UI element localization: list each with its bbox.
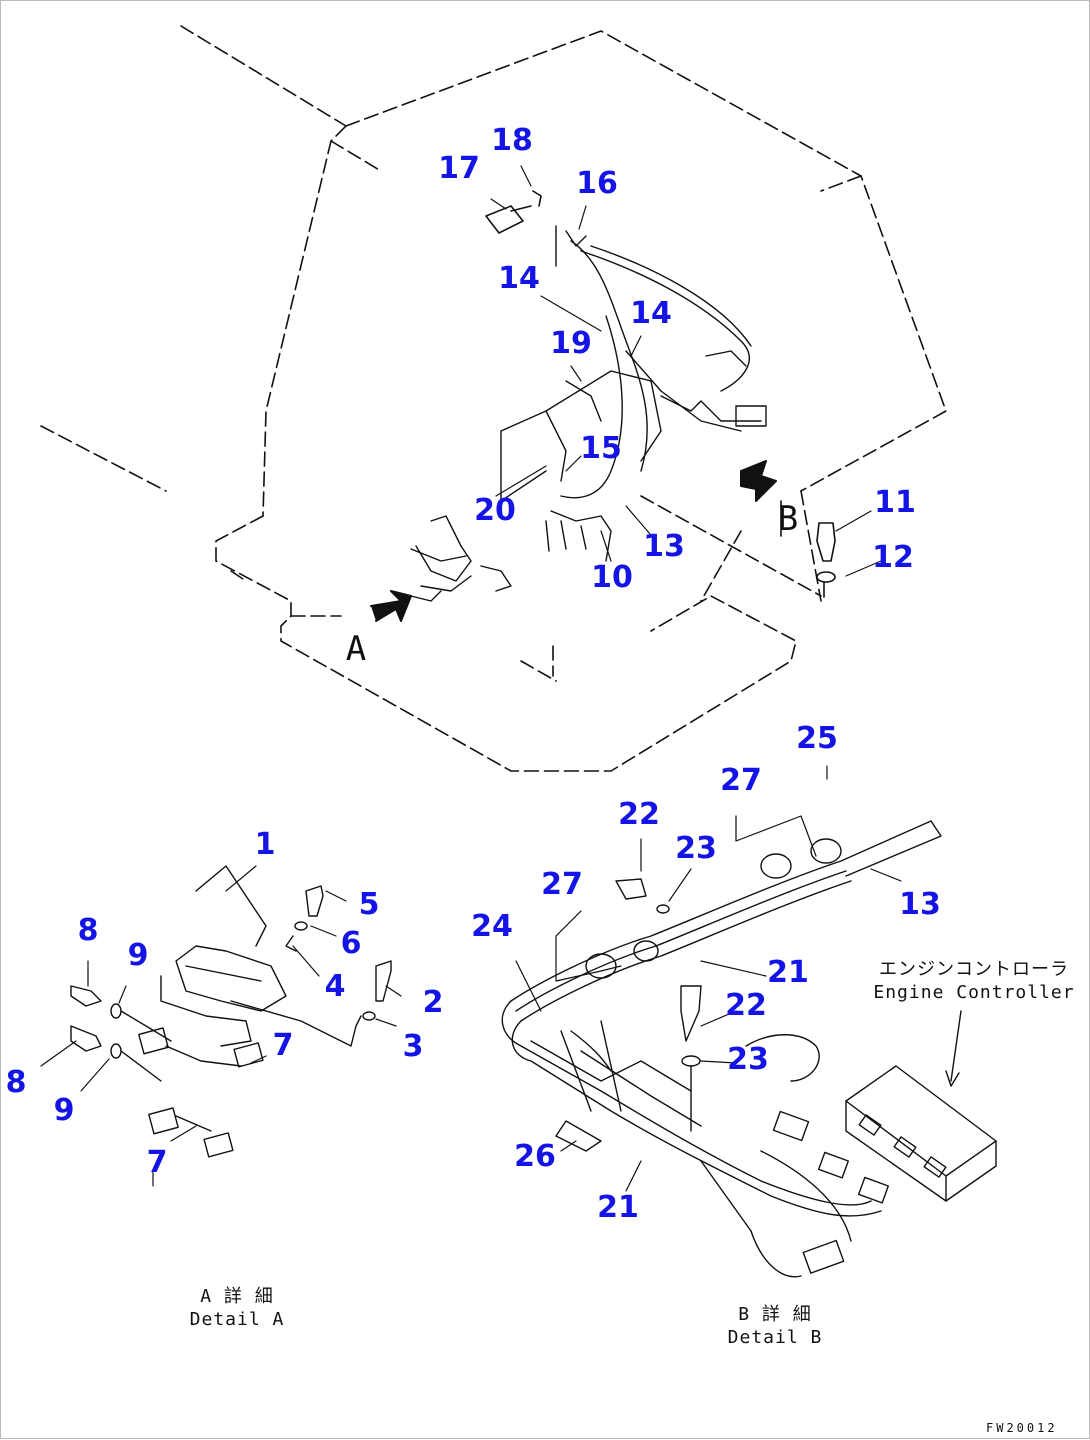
callout-24: 24: [471, 909, 513, 944]
callout-2: 2: [422, 985, 444, 1020]
view-arrows: [370, 460, 777, 622]
callout-21: 21: [767, 955, 809, 990]
callout-12: 12: [872, 540, 914, 575]
callout-16: 16: [576, 166, 618, 201]
callout-27: 27: [541, 867, 583, 902]
callout-18: 18: [491, 123, 533, 158]
callout-22: 22: [618, 797, 660, 832]
upper-leaders: [490, 165, 882, 577]
callout-14: 14: [498, 261, 540, 296]
callout-11: 11: [874, 485, 916, 520]
callout-19: 19: [550, 326, 592, 361]
engine-controller-caption-en: Engine Controller: [873, 981, 1075, 1003]
callout-14: 14: [630, 296, 672, 331]
detail-a-caption: A 詳 細 Detail A: [190, 1286, 285, 1331]
callout-9: 9: [127, 938, 149, 973]
cab-body-outline: [40, 25, 947, 772]
detail-b-caption-jp: B 詳 細: [738, 1304, 812, 1325]
callout-7: 7: [146, 1145, 168, 1180]
cab-harness: [500, 225, 767, 562]
callout-1: 1: [254, 827, 276, 862]
callout-8: 8: [5, 1065, 27, 1100]
bolt-17-18: [485, 190, 542, 234]
callout-13: 13: [643, 529, 685, 564]
callout-4: 4: [324, 969, 346, 1004]
engine-controller-box: [845, 1010, 997, 1202]
callout-7: 7: [272, 1028, 294, 1063]
callout-10: 10: [591, 560, 633, 595]
callout-27: 27: [720, 763, 762, 798]
detail-b-caption: B 詳 細 Detail B: [728, 1304, 823, 1349]
callout-9: 9: [53, 1093, 75, 1128]
callout-17: 17: [438, 151, 480, 186]
callout-15: 15: [580, 431, 622, 466]
callout-13: 13: [899, 887, 941, 922]
pedal-assembly-in-cab: [410, 515, 512, 602]
callout-25: 25: [796, 721, 838, 756]
detail-b-caption-en: Detail B: [727, 1326, 823, 1348]
engine-controller-caption: エンジンコントローラ Engine Controller: [873, 959, 1074, 1004]
callout-26: 26: [514, 1139, 556, 1174]
detail-a-pedal: [70, 865, 392, 1158]
callout-3: 3: [402, 1029, 424, 1064]
callout-6: 6: [340, 926, 362, 961]
detail-a-caption-jp: A 詳 細: [200, 1286, 274, 1307]
callout-22: 22: [725, 988, 767, 1023]
detail-b-leaders: [515, 765, 902, 1192]
engine-controller-caption-jp: エンジンコントローラ: [878, 959, 1069, 980]
detail-a-leaders: [40, 865, 402, 1187]
view-letter-b: B: [777, 499, 799, 539]
callout-5: 5: [358, 887, 380, 922]
callout-20: 20: [474, 493, 516, 528]
callout-8: 8: [77, 913, 99, 948]
view-letter-a: A: [345, 629, 367, 669]
bolt-11-washer-12: [780, 500, 836, 598]
callout-23: 23: [675, 831, 717, 866]
detail-b-harness: [501, 820, 942, 1278]
callout-23: 23: [727, 1042, 769, 1077]
drawing-code: FW20012: [986, 1421, 1058, 1435]
callout-21: 21: [597, 1190, 639, 1225]
detail-a-caption-en: Detail A: [189, 1308, 285, 1330]
